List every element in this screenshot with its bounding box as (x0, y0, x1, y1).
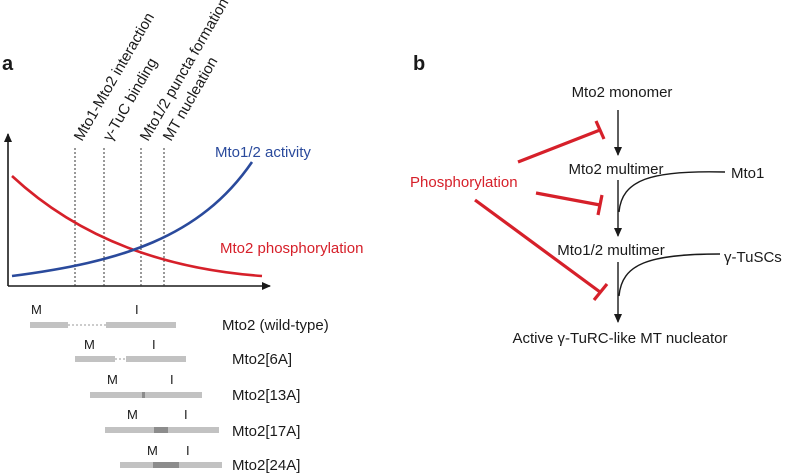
bar-segment (126, 356, 186, 362)
construct-label-17a: Mto2[17A] (232, 423, 300, 440)
bar-segment (75, 356, 115, 362)
construct-label-wt: Mto2 (wild-type) (222, 317, 329, 334)
event-lines (74, 148, 165, 286)
bar-segment (106, 322, 176, 328)
node-mto1: Mto1 (731, 165, 764, 182)
bar-segment (30, 322, 68, 328)
domain-i-label: I (184, 407, 188, 422)
domain-m-label: M (107, 372, 118, 387)
node-nucleator: Active γ-TuRC-like MT nucleator (512, 330, 727, 347)
node-monomer: Mto2 monomer (572, 84, 673, 101)
panel-a-axes (3, 133, 271, 290)
bar-core (154, 427, 168, 433)
bar-segment (90, 392, 202, 398)
inhibition-lines (474, 120, 609, 302)
panel-b: b Mto2 monomer Mto2 multimer Mto1 Mto1/2… (410, 53, 782, 347)
domain-m-label: M (127, 407, 138, 422)
node-tuscs: γ-TuSCs (724, 249, 782, 266)
node-multimer: Mto2 multimer (568, 161, 663, 178)
domain-m-label: M (84, 337, 95, 352)
construct-24a: M I Mto2[24A] (120, 443, 300, 474)
inhibition-line-1 (517, 128, 601, 164)
construct-13a: M I Mto2[13A] (90, 372, 300, 404)
domain-i-label: I (170, 372, 174, 387)
construct-17a: M I Mto2[17A] (105, 407, 300, 440)
panel-a-letter: a (2, 53, 14, 75)
construct-label-13a: Mto2[13A] (232, 387, 300, 404)
panel-b-letter: b (413, 53, 425, 75)
domain-i-label: I (152, 337, 156, 352)
inhibition-bar-1 (594, 120, 606, 140)
tuscs-input-curve (618, 253, 721, 297)
inhibition-line-3 (474, 198, 601, 294)
mto1-input-curve (618, 171, 726, 213)
construct-label-24a: Mto2[24A] (232, 457, 300, 474)
node-mto12-multimer: Mto1/2 multimer (557, 242, 665, 259)
domain-m-label: M (147, 443, 158, 458)
phosphorylation-curve (11, 175, 263, 278)
panel-a: a Mto1-Mto2 interaction γ-TuC binding Mt… (2, 0, 363, 474)
construct-6a: M I Mto2[6A] (75, 337, 292, 368)
event-labels: Mto1-Mto2 interaction γ-TuC binding Mto1… (71, 0, 233, 144)
node-phosphorylation: Phosphorylation (410, 174, 518, 191)
inhibition-bar-3 (592, 282, 609, 302)
construct-label-6a: Mto2[6A] (232, 351, 292, 368)
construct-list: M I Mto2 (wild-type) M I Mto2[6A] M I (30, 302, 329, 474)
domain-i-label: I (186, 443, 190, 458)
bar-core (153, 462, 179, 468)
phosphorylation-label: Mto2 phosphorylation (220, 240, 363, 257)
inhibition-bar-2 (596, 194, 604, 216)
domain-m-label: M (31, 302, 42, 317)
activity-label: Mto1/2 activity (215, 144, 311, 161)
bar-core (142, 392, 145, 398)
construct-wild-type: M I Mto2 (wild-type) (30, 302, 329, 334)
activity-curve (11, 161, 254, 278)
inhibition-line-2 (535, 191, 601, 207)
domain-i-label: I (135, 302, 139, 317)
